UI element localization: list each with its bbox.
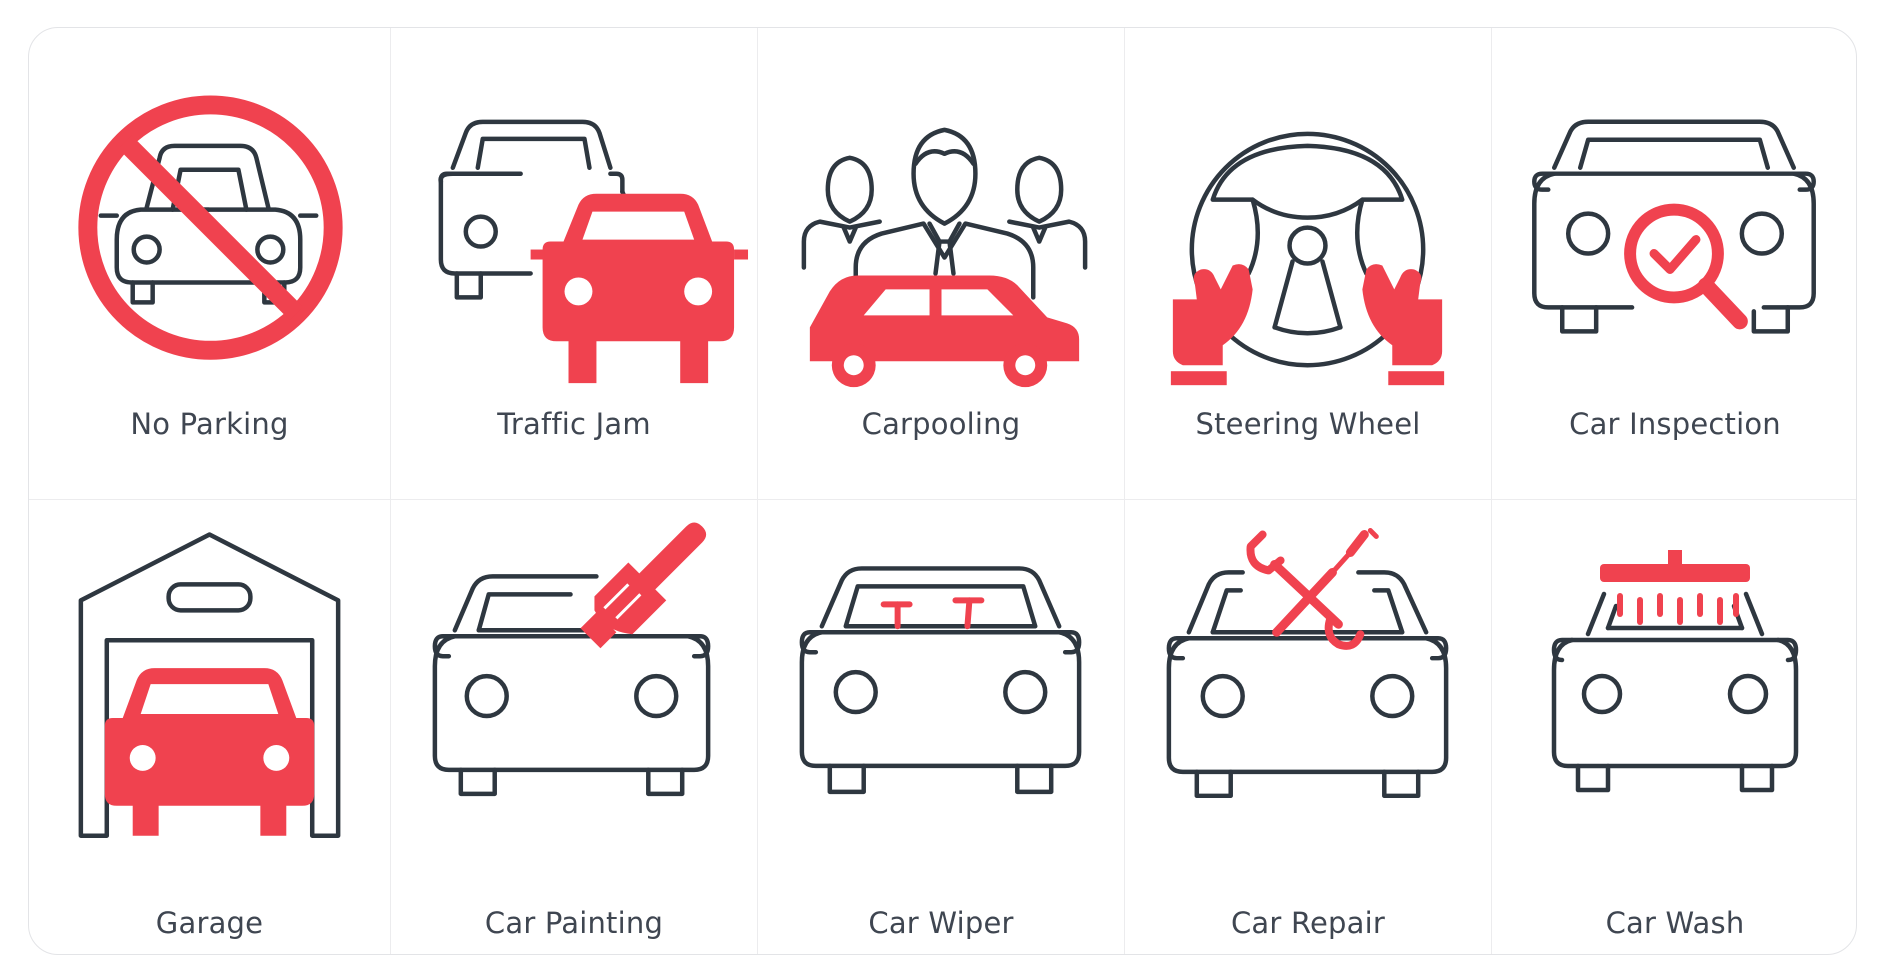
car-wiper-icon (799, 566, 1082, 795)
icon-label: Steering Wheel (1195, 407, 1421, 441)
icon-card-no-parking: No Parking (29, 28, 391, 500)
no-parking-icon (78, 95, 343, 360)
car-wash-icon (1551, 550, 1799, 793)
icon-card-car-wiper: Car Wiper (758, 500, 1125, 954)
car-repair-icon (1166, 528, 1449, 799)
icon-label: Carpooling (861, 407, 1021, 441)
icon-label: Car Repair (1230, 906, 1385, 940)
traffic-jam-icon (438, 119, 749, 384)
icon-card-carpooling: Carpooling (758, 28, 1125, 500)
icon-label: Car Wiper (868, 906, 1014, 940)
garage-icon (78, 532, 341, 838)
icon-label: Car Painting (484, 906, 664, 940)
icon-card-car-repair: Car Repair (1125, 500, 1492, 954)
icon-label: Traffic Jam (497, 407, 651, 441)
icon-card-traffic-jam: Traffic Jam (391, 28, 758, 500)
icon-label: No Parking (130, 407, 289, 441)
car-painting-icon (432, 522, 711, 797)
steering-wheel-icon (1170, 131, 1445, 386)
icon-card-car-painting: Car Painting (391, 500, 758, 954)
icon-card-steering-wheel: Steering Wheel (1125, 28, 1492, 500)
icon-card-car-inspection: Car Inspection (1492, 28, 1856, 500)
icon-label: Car Inspection (1569, 407, 1781, 441)
icon-label: Car Wash (1605, 906, 1745, 940)
icon-card-garage: Garage (29, 500, 391, 954)
car-inspection-icon (1532, 119, 1816, 334)
icon-card-car-wash: Car Wash (1492, 500, 1856, 954)
icon-set-panel: No Parking Traffic Jam (28, 27, 1857, 955)
icon-label: Garage (155, 906, 264, 940)
carpooling-icon (801, 127, 1088, 388)
